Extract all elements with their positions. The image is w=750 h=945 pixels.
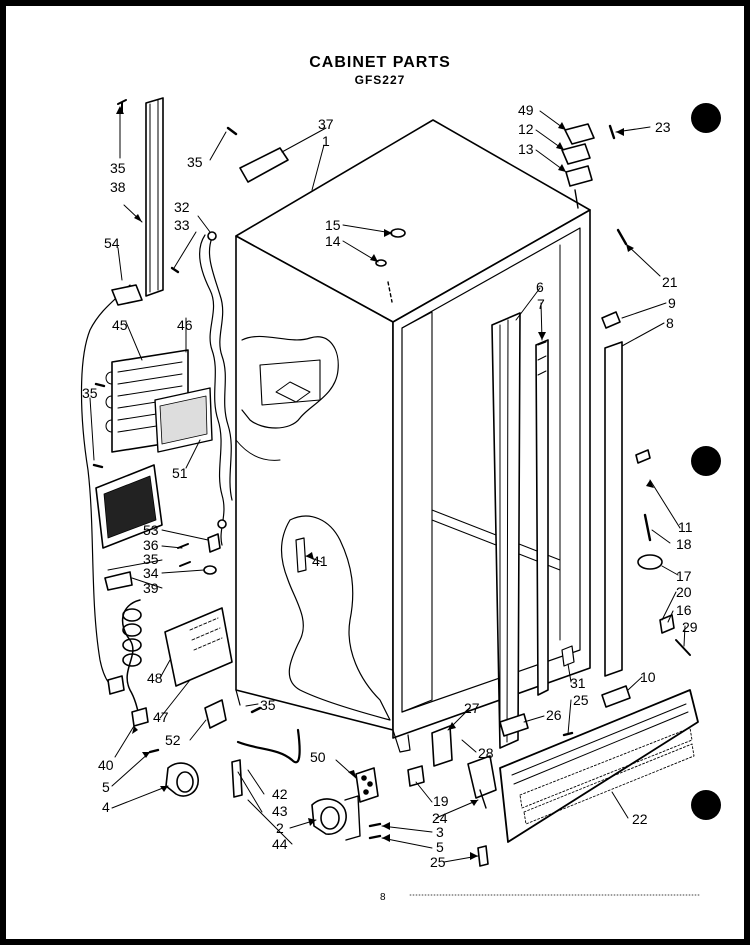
hinge-parts-49-12-13	[561, 123, 595, 209]
callout-27: 27	[464, 700, 480, 716]
callout-51: 51	[172, 465, 188, 481]
callout-25: 25	[430, 854, 446, 870]
callout-35: 35	[110, 160, 126, 176]
wire-harness-54	[80, 284, 143, 691]
callout-38: 38	[110, 179, 126, 195]
callout-24: 24	[432, 810, 448, 826]
caster-roller-2	[311, 795, 361, 841]
left-vertical-bracket	[145, 97, 164, 297]
callout-43: 43	[272, 803, 288, 819]
binder-hole-bottom	[691, 790, 721, 820]
cover-37	[239, 147, 289, 183]
side-trim-8	[604, 341, 623, 677]
callout-47: 47	[153, 709, 169, 725]
callout-9: 9	[668, 295, 676, 311]
plugs-15-14	[375, 228, 406, 303]
callout-29: 29	[682, 619, 698, 635]
callout-31: 31	[570, 675, 586, 691]
drain-tube-42	[231, 728, 301, 798]
page-number: 8	[380, 892, 386, 903]
callout-18: 18	[676, 536, 692, 552]
callout-32: 32	[174, 199, 190, 215]
trim-clip-10-26	[499, 685, 631, 737]
callout-6: 6	[536, 279, 544, 295]
callout-35: 35	[187, 154, 203, 170]
callout-46: 46	[177, 317, 193, 333]
callout-49: 49	[518, 102, 534, 118]
screw-25-bottom	[477, 845, 489, 867]
callout-5: 5	[436, 839, 444, 855]
callout-23: 23	[655, 119, 671, 135]
callout-39: 39	[143, 580, 159, 596]
callout-7: 7	[537, 296, 545, 312]
callout-19: 19	[433, 793, 449, 809]
callout-5: 5	[102, 779, 110, 795]
callout-35: 35	[143, 551, 159, 567]
control-box-46	[154, 387, 213, 453]
callout-10: 10	[640, 669, 656, 685]
callout-22: 22	[632, 811, 648, 827]
toe-grille-22	[499, 689, 699, 843]
callout-28: 28	[478, 745, 494, 761]
diagram-title: CABINET PARTS	[309, 54, 451, 71]
callout-3: 3	[436, 824, 444, 840]
callout-2: 2	[276, 820, 284, 836]
mullion-trim-6	[491, 312, 521, 749]
compressor-bracket-48	[164, 607, 233, 687]
power-cord-40	[107, 599, 149, 727]
roller-assembly-4	[165, 762, 199, 797]
callout-34: 34	[143, 565, 159, 581]
callout-20: 20	[676, 584, 692, 600]
callout-21: 21	[662, 274, 678, 290]
callout-44: 44	[272, 836, 288, 852]
callout-labels: 35 38 54 45 46 35 35 37 1 32 33 15 14 49…	[82, 102, 698, 870]
bracket-52	[204, 699, 227, 729]
callout-48: 48	[147, 670, 163, 686]
wiring-loom-center	[198, 231, 233, 546]
callout-33: 33	[174, 217, 190, 233]
heater-strip-7	[535, 339, 549, 696]
screws-misc	[92, 124, 628, 840]
callout-37: 37	[318, 116, 334, 132]
callout-42: 42	[272, 786, 288, 802]
callout-26: 26	[546, 707, 562, 723]
callout-45: 45	[112, 317, 128, 333]
callout-16: 16	[676, 602, 692, 618]
hinge-bracket-27-28-24	[407, 725, 497, 809]
callout-35: 35	[82, 385, 98, 401]
callout-35: 35	[260, 697, 276, 713]
callout-36: 36	[143, 537, 159, 553]
callout-14: 14	[325, 233, 341, 249]
leader-arrowheads	[116, 106, 654, 860]
callout-25: 25	[573, 692, 589, 708]
callout-8: 8	[666, 315, 674, 331]
model-number: GFS227	[354, 73, 406, 87]
callout-17: 17	[676, 568, 692, 584]
callout-13: 13	[518, 141, 534, 157]
callout-1: 1	[322, 133, 330, 149]
small-clips-9-11-18-17	[601, 311, 691, 656]
callout-11: 11	[678, 519, 693, 535]
relay-parts-53-39	[104, 533, 221, 591]
binder-hole-middle	[691, 446, 721, 476]
callout-52: 52	[165, 732, 181, 748]
callout-4: 4	[102, 799, 110, 815]
binder-hole-top	[691, 103, 721, 133]
callout-15: 15	[325, 217, 341, 233]
connector-50	[355, 767, 379, 803]
callout-54: 54	[104, 235, 120, 251]
callout-41: 41	[312, 553, 328, 569]
leader-lines	[89, 109, 686, 863]
callout-12: 12	[518, 121, 534, 137]
callout-53: 53	[143, 522, 159, 538]
callout-40: 40	[98, 757, 114, 773]
callout-50: 50	[310, 749, 326, 765]
cover-panel-lower-left	[95, 464, 163, 549]
